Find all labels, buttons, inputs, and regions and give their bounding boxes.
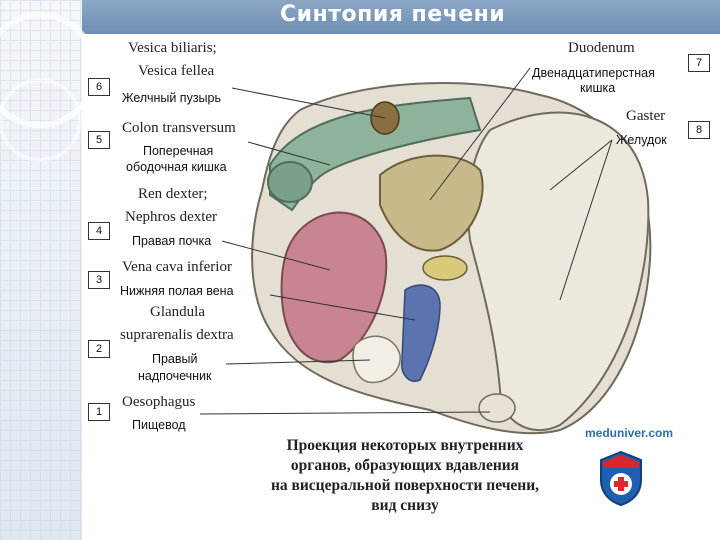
russian-label: Желудок	[616, 133, 667, 147]
caption-line: органов, образующих вдавления	[290, 457, 520, 474]
label-number-3: 3	[88, 271, 110, 289]
stomach-shape	[467, 111, 650, 431]
slide-title: Синтопия печени	[280, 2, 506, 27]
russian-label: Желчный пузырь	[122, 91, 221, 105]
latin-label: Colon transversum	[122, 120, 236, 136]
caption-line: Проекция некоторых внутренних	[286, 437, 524, 454]
vena-cava-shape	[401, 284, 441, 382]
decorative-circle	[0, 12, 98, 128]
russian-label: надпочечник	[138, 369, 212, 383]
label-number-5: 5	[88, 131, 110, 149]
label-number-6: 6	[88, 78, 110, 96]
russian-label: Правая почка	[132, 234, 212, 248]
latin-label: suprarenalis dextra	[120, 327, 234, 343]
latin-label: Glandula	[150, 304, 205, 320]
figure-caption: Проекция некоторых внутренних органов, о…	[235, 436, 575, 516]
decorative-circle	[0, 78, 82, 162]
esophagus-shape	[478, 393, 516, 423]
shield-logo-icon	[600, 450, 642, 506]
latin-label: Gaster	[626, 108, 666, 124]
russian-label: Поперечная	[143, 144, 214, 158]
caption-line: на висцеральной поверхности печени,	[270, 477, 540, 494]
latin-label: Duodenum	[568, 40, 635, 56]
pointer-lines	[199, 55, 699, 415]
russian-label: Правый	[152, 352, 198, 366]
caption-line: вид снизу	[371, 497, 439, 514]
latin-label: Vesica fellea	[138, 63, 215, 79]
label-number-7: 7	[688, 54, 710, 72]
title-bar	[82, 0, 720, 34]
latin-label: Vesica biliaris;	[128, 40, 217, 56]
latin-label: Ren dexter;	[138, 186, 208, 202]
latin-label: Oesophagus	[122, 394, 196, 410]
russian-label: ободочная кишка	[126, 160, 227, 174]
latin-label: Nephros dexter	[125, 209, 218, 225]
watermark-text: meduniver.com	[585, 426, 674, 440]
label-number-2: 2	[88, 340, 110, 358]
russian-label: кишка	[580, 81, 616, 95]
latin-label: Vena cava inferior	[122, 259, 232, 275]
portal-vessels	[422, 255, 468, 281]
label-number-1: 1	[88, 403, 110, 421]
colon-loop	[267, 161, 313, 203]
russian-label: Нижняя полая вена	[120, 284, 234, 298]
adrenal-shape	[352, 335, 401, 384]
kidney-shape	[280, 211, 388, 364]
russian-label: Пищевод	[132, 418, 186, 432]
label-number-8: 8	[688, 121, 710, 139]
duodenum-shape	[379, 154, 484, 252]
russian-label: Двенадцатиперстная	[532, 66, 655, 80]
label-number-4: 4	[88, 222, 110, 240]
